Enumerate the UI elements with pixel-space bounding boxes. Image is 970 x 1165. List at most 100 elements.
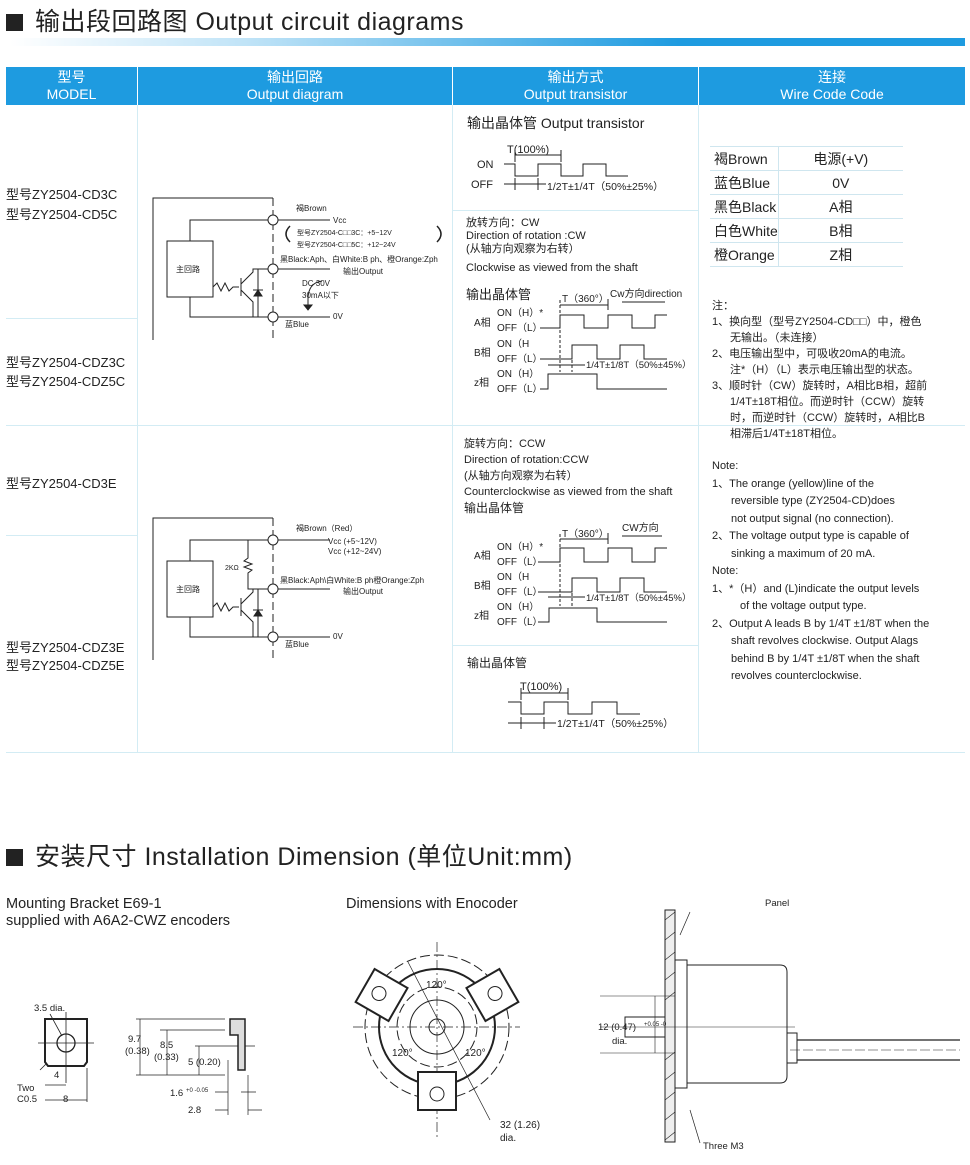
encoder-caption: Dimensions with Enocoder <box>346 896 518 912</box>
label-1-6-tol: +0 -0.05 <box>186 1088 209 1094</box>
row-divider <box>6 425 965 426</box>
model-label: 型号ZY2504-CDZ5E <box>6 658 125 673</box>
label-period: T(100%) <box>507 144 549 156</box>
label-angle-right: 120° <box>465 1048 486 1059</box>
column-divider <box>452 105 453 752</box>
waveform-output-transistor-2: T(100%) 1/2T±1/4T（50%±25%） <box>508 681 674 730</box>
label-vcc-2: Vcc (+12~24V) <box>328 547 382 556</box>
notes-chinese: 注：1、换向型（型号ZY2504-CD□□）中，橙色无输出。（未连接）2、电压输… <box>712 300 928 440</box>
label-off: OFF（L） <box>497 322 543 334</box>
label-8-5-inch: (0.33) <box>154 1052 179 1063</box>
output-transistor-subtitle: 输出晶体管 <box>467 656 528 670</box>
label-5: 5 (0.20) <box>188 1057 221 1068</box>
label-off: OFF（L） <box>497 586 543 598</box>
label-8-5: 8.5 <box>160 1040 173 1051</box>
label-off: OFF（L） <box>497 353 543 365</box>
model-label: 型号ZY2504-CDZ3C <box>6 355 126 370</box>
label-model-b: 型号ZY2504-C□□5C：+12~24V <box>297 240 396 249</box>
section-title-text: 安装尺寸 Installation Dimension (单位Unit:mm) <box>35 843 573 871</box>
row-divider <box>6 318 137 319</box>
label-off: OFF（L） <box>497 556 543 568</box>
label-dia-32: 32 (1.26) <box>500 1120 540 1131</box>
label-blue: 蓝Blue <box>285 319 310 329</box>
square-bullet-icon <box>6 14 23 31</box>
label-hole: 3.5 dia. <box>34 1003 65 1014</box>
label-period: T（360°） <box>562 293 609 305</box>
label-width-4: 4 <box>54 1070 59 1081</box>
model-label: 型号ZY2504-CD3C <box>6 187 118 202</box>
circuit-diagram-1: 褐Brown Vcc 型号ZY2504-C□□3C：+5~12V 型号ZY250… <box>152 197 442 340</box>
label-on: ON（H）* <box>497 307 543 319</box>
label-model-a: 型号ZY2504-C□□3C：+5~12V <box>297 228 392 237</box>
square-bullet-icon <box>6 849 23 866</box>
row-divider <box>453 645 698 646</box>
label-on: ON（H） <box>497 368 539 380</box>
label-phase-z: z相 <box>474 376 489 389</box>
encoder-side-drawing <box>600 909 960 1144</box>
label-duty: 1/2T±1/4T（50%±25%） <box>547 181 664 193</box>
label-resistor: 2KΩ <box>225 565 239 572</box>
model-label: 型号ZY2504-CDZ3E <box>6 640 125 655</box>
waveform-ccw: T（360°） CW方向 A相 ON（H）* OFF（L） B相 ON（H OF… <box>474 521 691 628</box>
circuit-diagram-2: 褐Brown（Red） Vcc (+5~12V) Vcc (+12~24V) 2… <box>152 517 424 660</box>
label-0v: 0V <box>333 632 343 641</box>
model-label: 型号ZY2504-CDZ5C <box>6 374 126 389</box>
label-brown: 褐Brown（Red） <box>296 523 357 533</box>
label-angle-left: 120° <box>392 1048 413 1059</box>
label-on: ON（H） <box>497 601 539 613</box>
label-blue: 蓝Blue <box>285 639 310 649</box>
encoder-front-drawing <box>353 942 520 1140</box>
label-1-6: 1.6 <box>170 1088 183 1099</box>
section-title-output-circuit: 输出段回路图 Output circuit diagrams <box>6 2 464 38</box>
label-two: Two <box>17 1083 34 1094</box>
waveform-output-transistor: T(100%) ON OFF 1/2T±1/4T（50%±25%） <box>471 144 664 193</box>
label-width-8: 8 <box>63 1094 68 1105</box>
cw-subtitle: 输出晶体管 <box>466 287 532 302</box>
encoder-side-labels: Panel Three M3 12 (0.47) +0.05 -0 dia. <box>598 898 789 1152</box>
label-output: 输出Output <box>343 266 384 276</box>
column-divider <box>137 105 138 752</box>
label-shaft-tol: +0.05 -0 <box>644 1022 667 1028</box>
label-ma: 30mA以下 <box>302 291 339 300</box>
label-direction: CW方向 <box>622 521 659 534</box>
label-period: T(100%) <box>520 681 562 693</box>
bracket-side-drawing <box>136 1018 262 1115</box>
label-phase-a: A相 <box>474 549 491 562</box>
section-title-text: 输出段回路图 Output circuit diagrams <box>35 8 464 36</box>
label-on: ON（H <box>497 338 529 350</box>
label-9-7-inch: (0.38) <box>125 1046 150 1057</box>
model-label: 型号ZY2504-CD5C <box>6 207 118 222</box>
label-c05: C0.5 <box>17 1094 37 1105</box>
label-0v: 0V <box>333 312 343 321</box>
label-period: T（360°） <box>562 528 609 540</box>
label-main-circuit: 主回路 <box>176 584 200 594</box>
label-9-7: 9.7 <box>128 1034 141 1045</box>
table-bottom-border <box>6 752 965 753</box>
label-phase-b: B相 <box>474 346 491 359</box>
title-gradient-bar <box>10 38 965 46</box>
encoder-front-labels: 120° 120° 120° 32 (1.26) dia. <box>392 980 540 1144</box>
label-vcc-1: Vcc (+5~12V) <box>328 537 377 546</box>
label-off: OFF（L） <box>497 616 543 628</box>
label-brown: 褐Brown <box>296 203 327 213</box>
row-divider <box>6 535 137 536</box>
label-off: OFF（L） <box>497 383 543 395</box>
label-phase-z: z相 <box>474 609 489 622</box>
label-dia: dia. <box>612 1036 627 1047</box>
label-three-m3: Three M3 <box>703 1141 744 1152</box>
label-phase-b: B相 <box>474 579 491 592</box>
label-main-circuit: 主回路 <box>176 264 200 274</box>
label-shaft-12: 12 (0.47) <box>598 1022 636 1033</box>
label-dc: DC 30V <box>302 279 331 288</box>
label-phase-diff: 1/4T±1/8T（50%±45%） <box>586 359 691 371</box>
